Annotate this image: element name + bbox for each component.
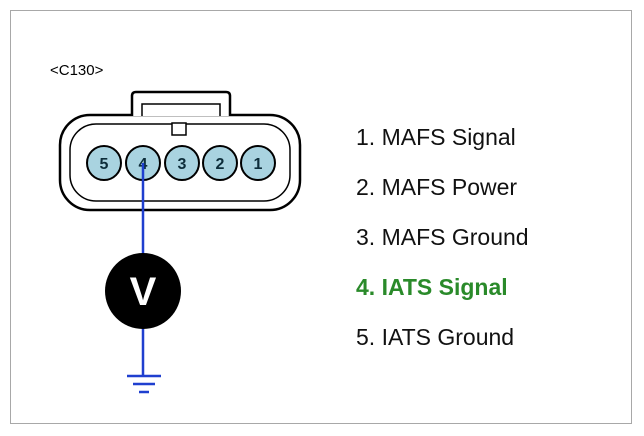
- connector-pin-3: 3: [164, 145, 200, 181]
- pin-legend-item: 1. MAFS Signal: [356, 124, 516, 150]
- connector-pin-2: 2: [202, 145, 238, 181]
- pin-legend-item: 2. MAFS Power: [356, 174, 518, 200]
- connector-label: <C130>: [50, 62, 104, 79]
- pin-legend-item: 3. MAFS Ground: [356, 224, 529, 250]
- connector-pin-number: 2: [216, 156, 225, 173]
- connector-pin-1: 1: [240, 145, 276, 181]
- pin-legend-item: 5. IATS Ground: [356, 324, 515, 350]
- voltmeter-icon: V: [105, 253, 181, 329]
- connector-pin-number: 3: [178, 156, 187, 173]
- connector-pin-number: 1: [254, 156, 263, 173]
- ground-icon: [127, 374, 161, 394]
- connector-pins: 54321: [86, 145, 276, 181]
- voltmeter-symbol: V: [130, 270, 157, 314]
- pin-legend: 1. MAFS Signal 2. MAFS Power 3. MAFS Groun…: [356, 120, 529, 370]
- pin-legend-item: 4. IATS Signal: [356, 274, 508, 300]
- connector-pin-number: 5: [100, 156, 109, 173]
- diagram-frame: [10, 10, 632, 424]
- connector-pin-5: 5: [86, 145, 122, 181]
